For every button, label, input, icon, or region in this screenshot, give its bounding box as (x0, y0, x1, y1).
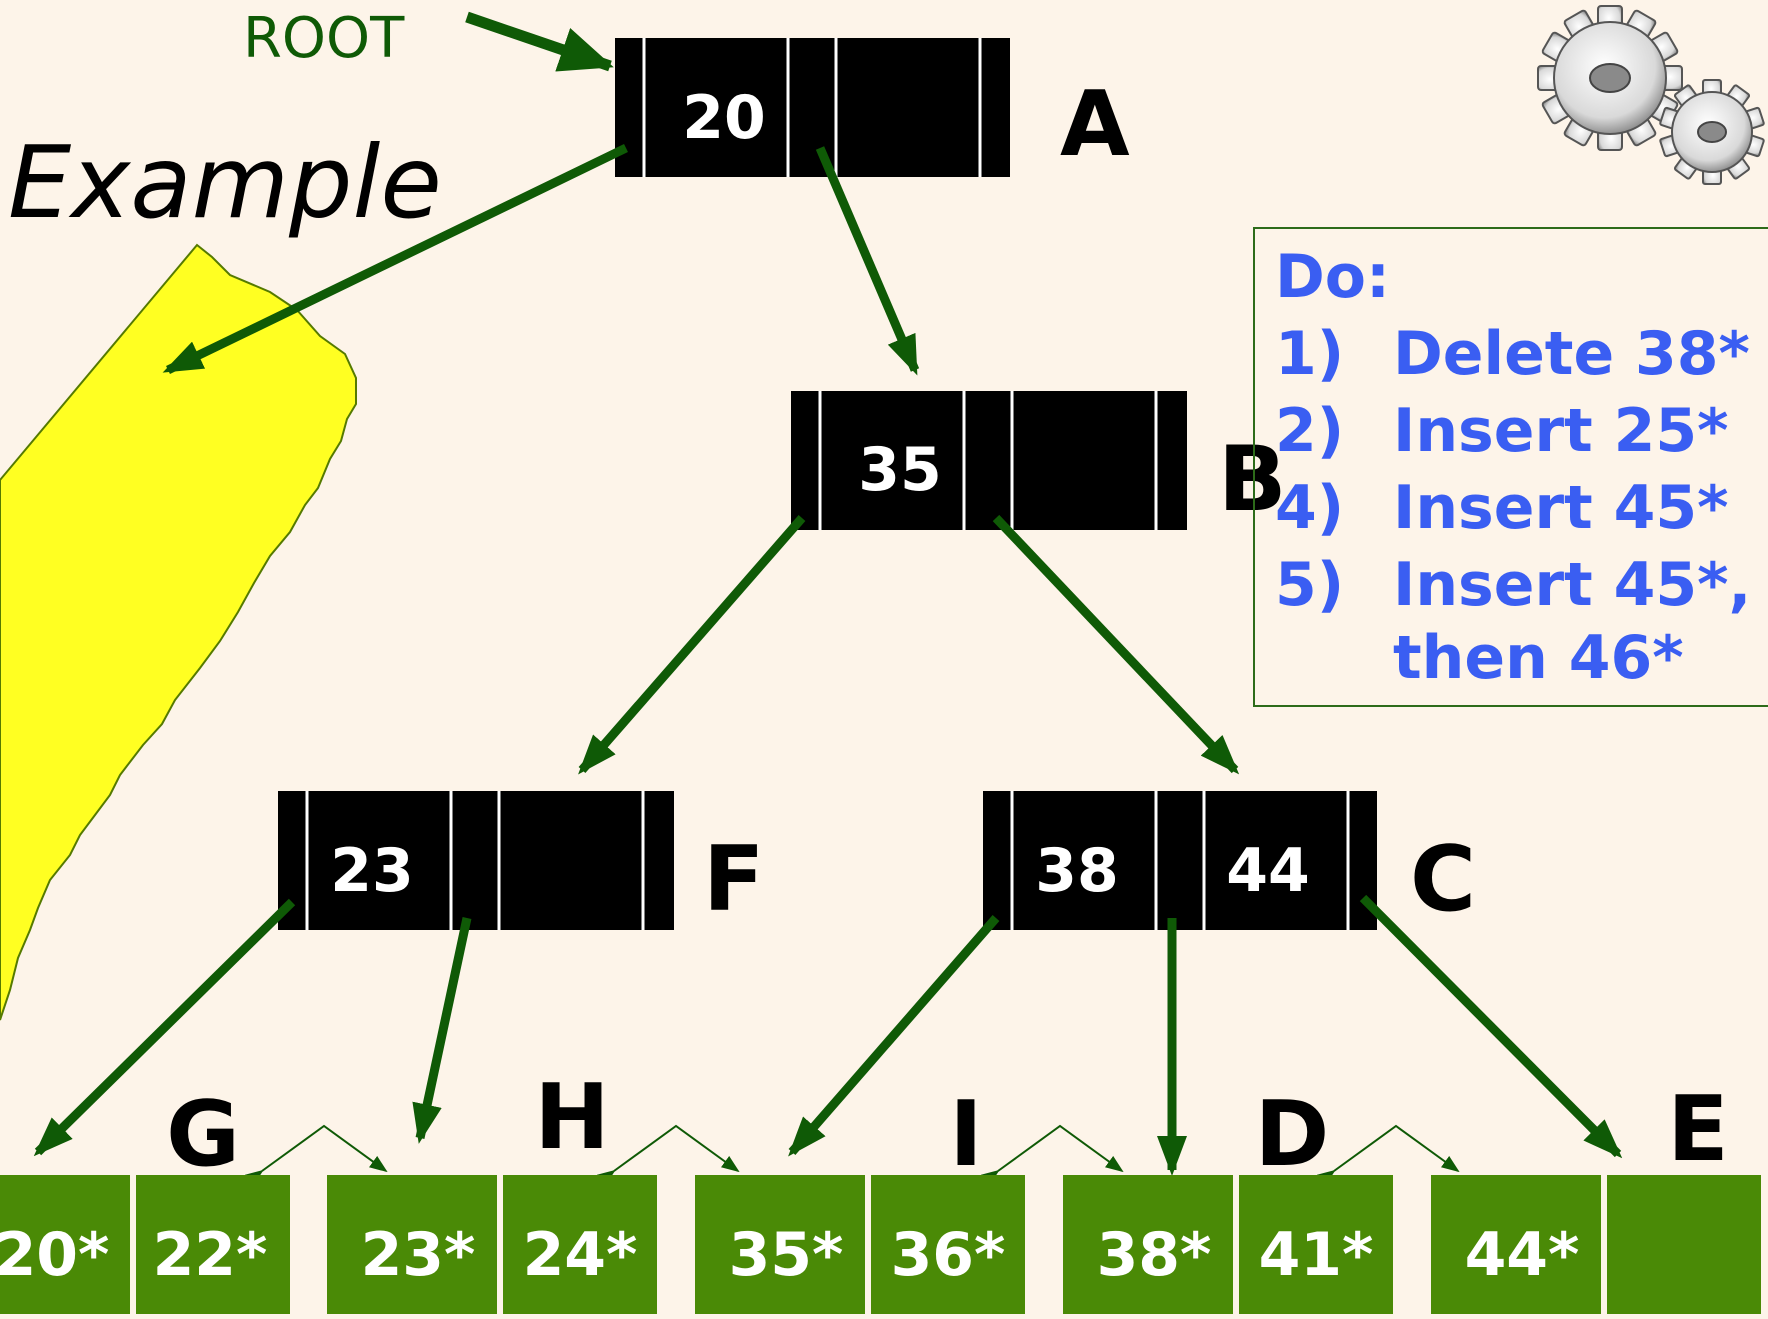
arrow-B-to-C (992, 514, 1240, 775)
node-B-key-1: 35 (858, 435, 942, 505)
instruction-item: 4) Insert 45* (1275, 470, 1768, 547)
sibling-pointer-G-H (244, 1124, 388, 1187)
leaf-page-H: 23* 24* (327, 1175, 657, 1314)
instruction-text: Insert 25* (1393, 396, 1729, 466)
instructions-box: Do: 1) Delete 38* 2) Insert 25* 4) Insert 4… (1253, 227, 1768, 707)
node-F: 23 (278, 791, 674, 930)
node-C: 38 44 (983, 791, 1377, 930)
instructions-heading: Do: (1275, 242, 1391, 312)
node-A-key-1: 20 (682, 83, 766, 153)
node-C-label: C (1410, 827, 1476, 932)
leaf-page-E: 44* (1431, 1175, 1761, 1314)
gears-icon (1537, 5, 1765, 185)
leaf-label-I: I (949, 1082, 983, 1187)
arrow-B-to-F (578, 515, 806, 775)
leaf-entry: 36* (891, 1220, 1006, 1290)
instruction-text: Insert 45*, (1393, 550, 1752, 620)
node-C-key-1: 38 (1035, 836, 1119, 906)
arrow-C-to-E (1359, 894, 1623, 1159)
instruction-text: then 46* (1393, 623, 1684, 693)
instruction-item: 1) Delete 38* (1275, 316, 1768, 393)
node-F-label: F (703, 827, 764, 932)
node-B-label: B (1218, 427, 1287, 532)
leaf-entry: 38* (1097, 1220, 1212, 1290)
leaf-entry: 22* (153, 1220, 268, 1290)
leaf-label-E: E (1667, 1077, 1728, 1182)
instruction-item: 2) Insert 25* (1275, 393, 1768, 470)
leaf-entry: 24* (523, 1220, 638, 1290)
arrow-F-to-G (33, 898, 296, 1157)
arrow-F-to-H (412, 917, 472, 1144)
instruction-number: 5) (1275, 550, 1345, 620)
leaf-label-G: G (166, 1082, 240, 1187)
instruction-text: Delete 38* (1393, 319, 1750, 389)
arrow-A-to-leftmost (162, 143, 628, 375)
leaf-entry: 44* (1465, 1220, 1580, 1290)
node-F-key-1: 23 (330, 836, 414, 906)
leaf-page-I: 35* 36* (695, 1175, 1025, 1314)
leaf-label-H: H (534, 1065, 609, 1170)
instruction-number: 2) (1275, 396, 1345, 466)
instruction-item: 5) Insert 45*, (1275, 547, 1768, 624)
leaf-page-G: 20* 22* (0, 1175, 290, 1314)
leaf-page-D: 38* 41* (1063, 1175, 1393, 1314)
sibling-pointer-I-D (980, 1124, 1124, 1187)
root-label: ROOT (243, 6, 405, 71)
highlight-shape (0, 243, 357, 1021)
leaf-entry: 20* (0, 1220, 109, 1290)
instruction-number: 1) (1275, 319, 1345, 389)
leaf-entry: 35* (729, 1220, 844, 1290)
example-label: Example (8, 124, 442, 241)
sibling-pointer-H-I (596, 1124, 740, 1187)
sibling-pointer-D-E (1316, 1124, 1460, 1187)
arrow-A-to-B (815, 146, 920, 376)
root-arrow (465, 11, 614, 72)
leaf-label-D: D (1255, 1082, 1330, 1187)
leaf-entry: 23* (361, 1220, 476, 1290)
node-A: 20 (615, 38, 1010, 177)
leaf-entry: 41* (1259, 1220, 1374, 1290)
node-B: 35 (791, 391, 1187, 530)
arrow-C-to-I (788, 915, 1000, 1157)
instruction-item: then 46* (1275, 620, 1768, 697)
node-C-key-2: 44 (1226, 836, 1310, 906)
instruction-number: 4) (1275, 473, 1345, 543)
instruction-text: Insert 45* (1393, 473, 1729, 543)
node-A-label: A (1060, 72, 1130, 177)
